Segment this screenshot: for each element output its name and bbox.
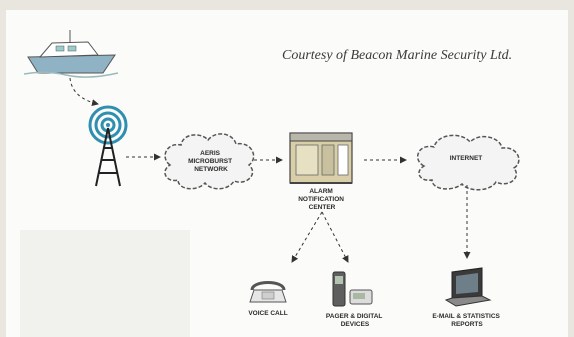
radio-tower-icon	[88, 105, 128, 187]
network-label: AERIS MICROBURST NETWORK	[188, 150, 234, 173]
internet-label: INTERNET	[450, 155, 483, 162]
cloud-icon	[416, 134, 520, 191]
server-icon	[289, 132, 353, 184]
pager-icon	[332, 271, 373, 307]
boat-to-tower-arrow	[69, 77, 99, 107]
frame-shadow	[20, 230, 190, 337]
laptop-icon	[444, 267, 492, 307]
telephone-icon	[249, 281, 287, 303]
pager-label: PAGER & DIGITAL DEVICES	[326, 313, 384, 328]
cloud-icon	[164, 133, 255, 190]
credit-text: Courtesy of Beacon Marine Security Ltd.	[282, 48, 512, 63]
center-to-voice-arrow	[291, 211, 323, 263]
boat-icon	[23, 30, 119, 78]
center-label: ALARM NOTIFICATION CENTER	[298, 188, 346, 211]
email-label: E-MAIL & STATISTICS REPORTS	[432, 313, 501, 328]
voice-label: VOICE CALL	[248, 310, 287, 317]
